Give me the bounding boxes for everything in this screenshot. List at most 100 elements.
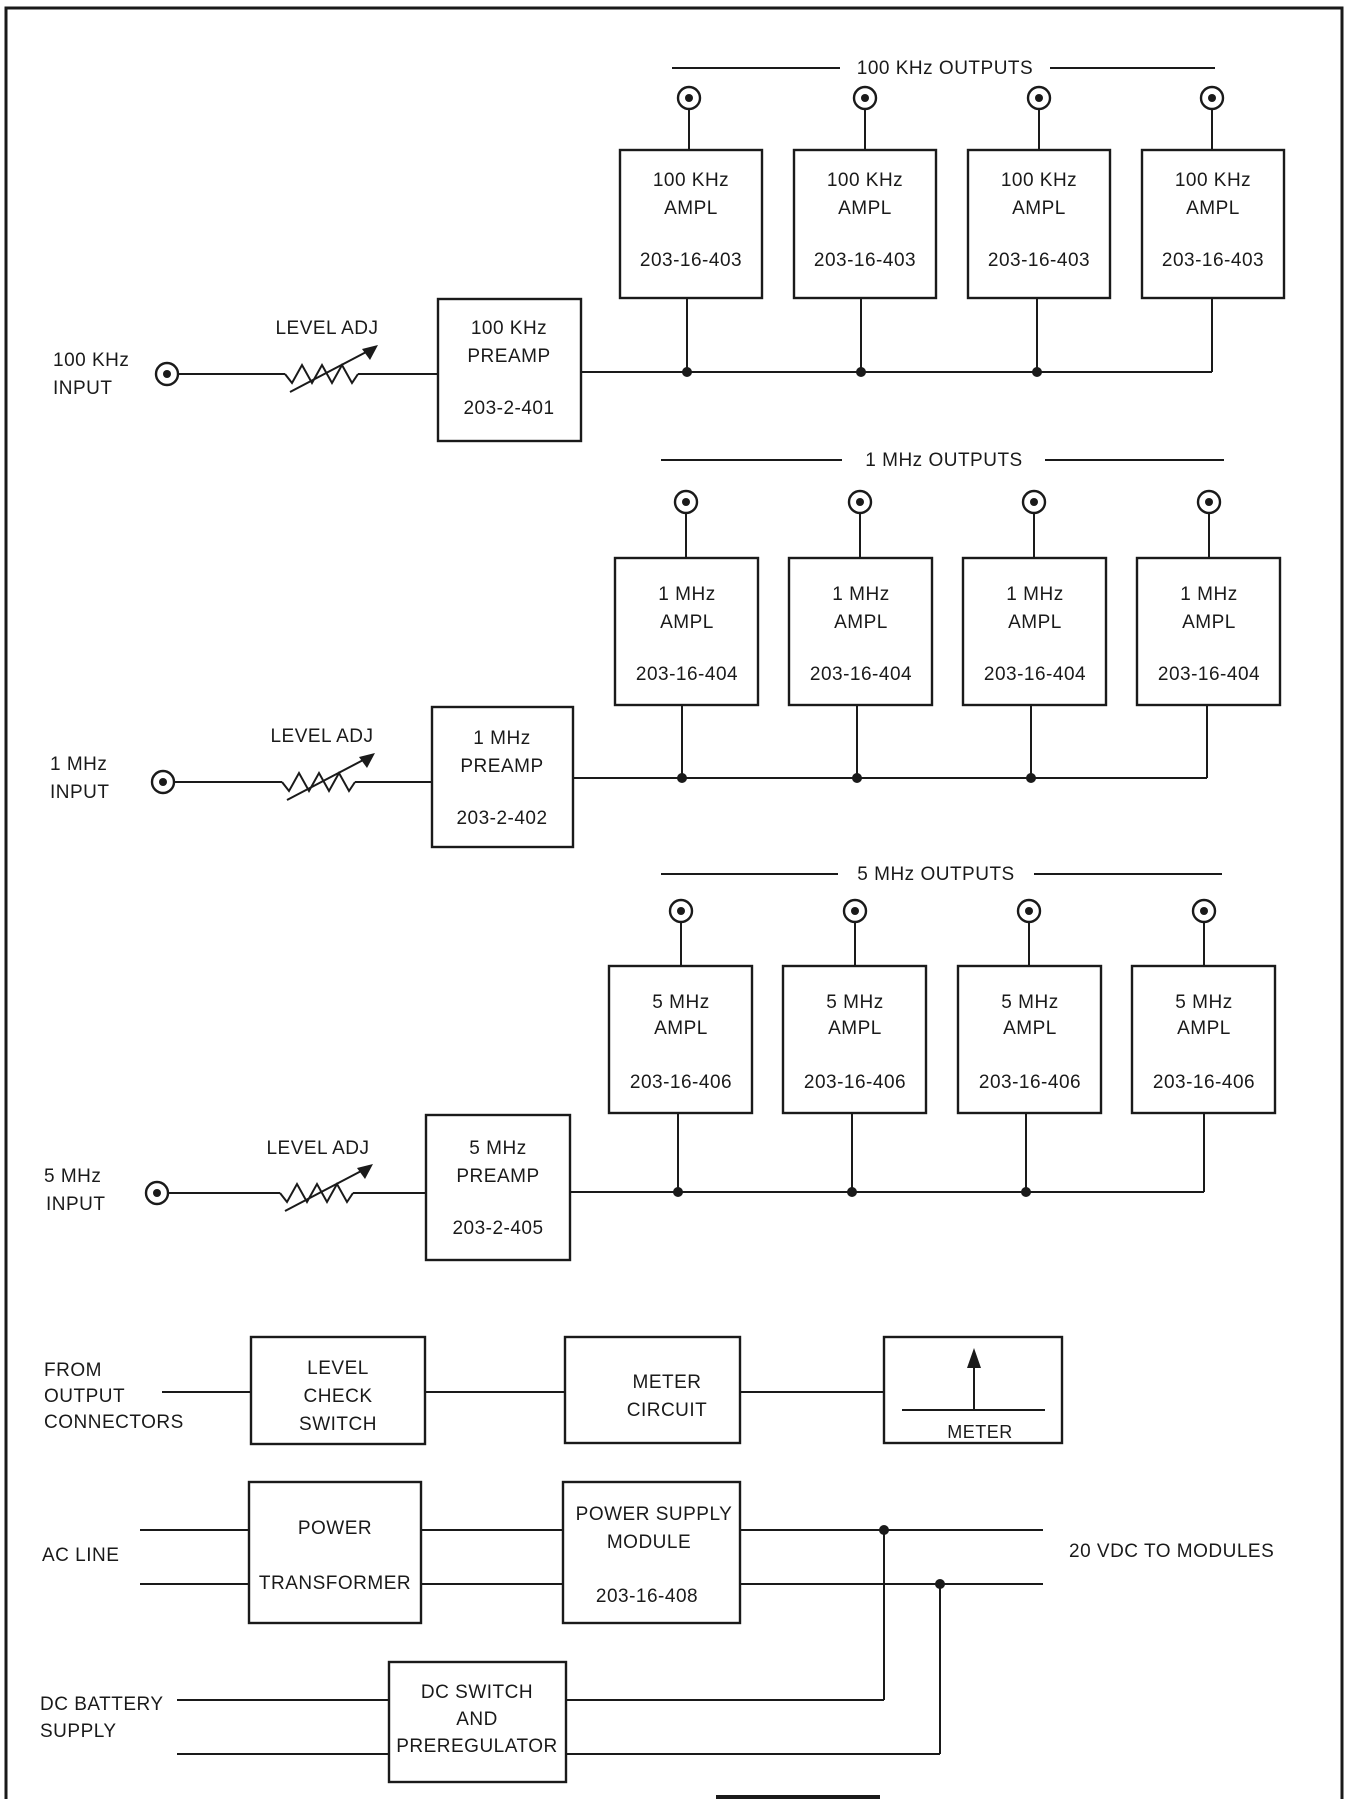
power-transformer-box: POWER TRANSFORMER bbox=[247, 1480, 423, 1625]
svg-text:AMPL: AMPL bbox=[654, 1018, 708, 1039]
svg-text:203-16-406: 203-16-406 bbox=[1153, 1072, 1255, 1093]
amp-box-5mhz-4: 5 MHz AMPL 203-16-406 bbox=[1130, 964, 1277, 1115]
amp-box-5mhz-2: 5 MHz AMPL 203-16-406 bbox=[781, 964, 928, 1115]
meter-box: METER bbox=[882, 1335, 1064, 1445]
svg-text:POWER: POWER bbox=[298, 1518, 372, 1539]
svg-text:AMPL: AMPL bbox=[660, 612, 714, 633]
outputs-label-1mhz: 1 MHz OUTPUTS bbox=[865, 450, 1022, 471]
svg-text:5 MHz: 5 MHz bbox=[1175, 992, 1232, 1013]
svg-text:AMPL: AMPL bbox=[1008, 612, 1062, 633]
svg-text:5 MHz: 5 MHz bbox=[469, 1138, 526, 1159]
amp-box-5mhz-1: 5 MHz AMPL 203-16-406 bbox=[607, 964, 754, 1115]
svg-text:CIRCUIT: CIRCUIT bbox=[627, 1400, 708, 1421]
amp-box-100khz-1: 100 KHz AMPL 203-16-403 bbox=[618, 148, 764, 300]
svg-text:INPUT: INPUT bbox=[53, 378, 113, 399]
svg-text:AND: AND bbox=[456, 1709, 498, 1730]
variable-resistor-icon bbox=[281, 753, 375, 801]
dc-battery-label: DC BATTERY bbox=[40, 1694, 164, 1715]
input-label-100khz: 100 KHz bbox=[53, 350, 129, 371]
svg-text:CONNECTORS: CONNECTORS bbox=[44, 1412, 184, 1433]
section-1mhz: 1 MHz OUTPUTS 1 MHz AMPL 203-16-404 1 MH… bbox=[50, 450, 1282, 849]
svg-text:203-16-403: 203-16-403 bbox=[1162, 250, 1264, 271]
svg-text:203-16-404: 203-16-404 bbox=[810, 664, 912, 685]
output-connector-icon bbox=[676, 85, 702, 111]
input-label-5mhz: 5 MHz bbox=[44, 1166, 101, 1187]
svg-text:1 MHz: 1 MHz bbox=[658, 584, 715, 605]
amp-box-1mhz-3: 1 MHz AMPL 203-16-404 bbox=[961, 556, 1108, 707]
svg-text:LEVEL: LEVEL bbox=[307, 1358, 369, 1379]
svg-text:PREAMP: PREAMP bbox=[467, 346, 550, 367]
power-supply-module-box: POWER SUPPLY MODULE 203-16-408 bbox=[561, 1480, 742, 1625]
output-connector-icon bbox=[847, 489, 873, 515]
svg-text:METER: METER bbox=[633, 1372, 702, 1393]
meter-source-label: FROM bbox=[44, 1360, 102, 1381]
svg-text:TRANSFORMER: TRANSFORMER bbox=[259, 1573, 411, 1594]
svg-text:POWER SUPPLY: POWER SUPPLY bbox=[576, 1504, 733, 1525]
amp-box-100khz-4: 100 KHz AMPL 203-16-403 bbox=[1140, 148, 1286, 300]
svg-text:AMPL: AMPL bbox=[1003, 1018, 1057, 1039]
svg-text:SUPPLY: SUPPLY bbox=[40, 1721, 117, 1742]
svg-text:203-16-406: 203-16-406 bbox=[979, 1072, 1081, 1093]
svg-text:AMPL: AMPL bbox=[1177, 1018, 1231, 1039]
svg-text:203-16-403: 203-16-403 bbox=[814, 250, 916, 271]
svg-text:100 KHz: 100 KHz bbox=[653, 170, 729, 191]
amp-box-1mhz-4: 1 MHz AMPL 203-16-404 bbox=[1135, 556, 1282, 707]
level-adj-label-100khz: LEVEL ADJ bbox=[275, 318, 378, 339]
preamp-box-1mhz: 1 MHz PREAMP 203-2-402 bbox=[430, 705, 575, 849]
svg-text:AMPL: AMPL bbox=[828, 1018, 882, 1039]
section-5mhz: 5 MHz OUTPUTS 5 MHz AMPL 203-16-406 5 MH… bbox=[44, 864, 1277, 1262]
variable-resistor-icon bbox=[284, 345, 378, 393]
output-connector-icon bbox=[673, 489, 699, 515]
svg-text:AMPL: AMPL bbox=[1182, 612, 1236, 633]
svg-text:203-16-403: 203-16-403 bbox=[988, 250, 1090, 271]
page-frame bbox=[4, 6, 1344, 1799]
amp-box-100khz-3: 100 KHz AMPL 203-16-403 bbox=[966, 148, 1112, 300]
svg-text:5 MHz: 5 MHz bbox=[826, 992, 883, 1013]
meter-needle-icon bbox=[967, 1348, 981, 1368]
output-connector-icon bbox=[1026, 85, 1052, 111]
svg-text:AMPL: AMPL bbox=[1186, 198, 1240, 219]
svg-text:METER: METER bbox=[947, 1422, 1013, 1442]
svg-text:DC SWITCH: DC SWITCH bbox=[421, 1682, 533, 1703]
preamp-box-5mhz: 5 MHz PREAMP 203-2-405 bbox=[424, 1113, 572, 1262]
svg-text:AMPL: AMPL bbox=[838, 198, 892, 219]
svg-text:203-2-405: 203-2-405 bbox=[452, 1218, 543, 1239]
svg-text:PREAMP: PREAMP bbox=[460, 756, 543, 777]
output-connector-icon bbox=[1199, 85, 1225, 111]
svg-text:CHECK: CHECK bbox=[303, 1386, 372, 1407]
output-connector-icon bbox=[842, 898, 868, 924]
outputs-label-5mhz: 5 MHz OUTPUTS bbox=[857, 864, 1014, 885]
svg-text:AMPL: AMPL bbox=[834, 612, 888, 633]
output-connector-icon bbox=[1191, 898, 1217, 924]
svg-text:203-16-404: 203-16-404 bbox=[636, 664, 738, 685]
svg-text:1 MHz: 1 MHz bbox=[1006, 584, 1063, 605]
amp-box-5mhz-3: 5 MHz AMPL 203-16-406 bbox=[956, 964, 1103, 1115]
outputs-label-100khz: 100 KHz OUTPUTS bbox=[857, 58, 1033, 79]
svg-text:100 KHz: 100 KHz bbox=[471, 318, 547, 339]
amp-box-1mhz-2: 1 MHz AMPL 203-16-404 bbox=[787, 556, 934, 707]
dc-switch-box: DC SWITCH AND PREREGULATOR bbox=[387, 1660, 568, 1784]
ac-line-label: AC LINE bbox=[42, 1545, 119, 1566]
svg-text:203-2-401: 203-2-401 bbox=[463, 398, 554, 419]
vdc-output-label: 20 VDC TO MODULES bbox=[1069, 1541, 1274, 1562]
svg-text:203-2-402: 203-2-402 bbox=[456, 808, 547, 829]
level-check-switch-box: LEVEL CHECK SWITCH bbox=[249, 1335, 427, 1446]
svg-text:OUTPUT: OUTPUT bbox=[44, 1386, 125, 1407]
svg-text:PREAMP: PREAMP bbox=[456, 1166, 539, 1187]
svg-text:203-16-403: 203-16-403 bbox=[640, 250, 742, 271]
level-adj-label-1mhz: LEVEL ADJ bbox=[270, 726, 373, 747]
svg-text:INPUT: INPUT bbox=[46, 1194, 106, 1215]
input-label-1mhz: 1 MHz bbox=[50, 754, 107, 775]
amp-box-1mhz-1: 1 MHz AMPL 203-16-404 bbox=[613, 556, 760, 707]
input-connector-icon bbox=[144, 1180, 170, 1206]
svg-text:1 MHz: 1 MHz bbox=[832, 584, 889, 605]
svg-text:203-16-406: 203-16-406 bbox=[804, 1072, 906, 1093]
input-connector-icon bbox=[150, 769, 176, 795]
svg-text:1 MHz: 1 MHz bbox=[473, 728, 530, 749]
svg-text:5 MHz: 5 MHz bbox=[1001, 992, 1058, 1013]
amp-box-100khz-2: 100 KHz AMPL 203-16-403 bbox=[792, 148, 938, 300]
level-adj-label-5mhz: LEVEL ADJ bbox=[266, 1138, 369, 1159]
svg-text:INPUT: INPUT bbox=[50, 782, 110, 803]
meter-circuit-box: METER CIRCUIT bbox=[563, 1335, 742, 1445]
